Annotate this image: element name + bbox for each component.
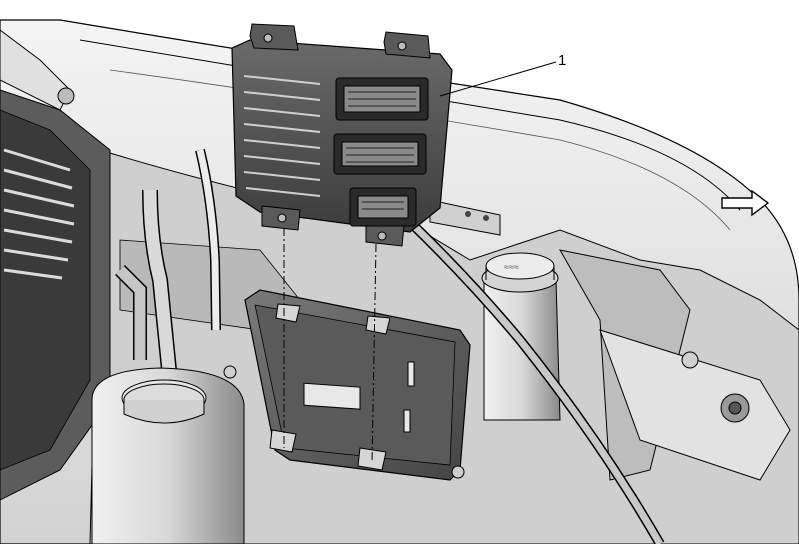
reservoir-left: [91, 367, 245, 544]
radiator-fan: [0, 29, 111, 501]
coolant-hoses: [115, 148, 221, 381]
ecm-connector-lower: [349, 187, 417, 227]
ecm-connector-middle: [333, 133, 427, 175]
fender-bracket: [429, 199, 791, 481]
ecm-mounting-bracket: [223, 289, 471, 481]
arrow-right-icon: [721, 189, 770, 217]
wiring-harness: [404, 216, 665, 544]
callout-label-1: 1: [558, 52, 566, 69]
ecm-connector-upper: [335, 77, 429, 121]
svg-text:≈≈≈: ≈≈≈: [504, 262, 519, 272]
callout-1: 1: [439, 52, 566, 97]
alignment-lines: [283, 228, 377, 463]
engine-control-module: [231, 23, 453, 247]
